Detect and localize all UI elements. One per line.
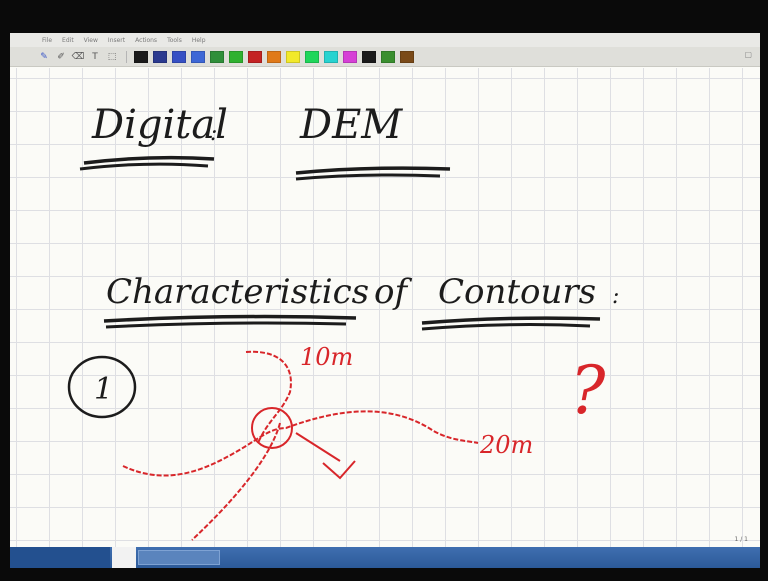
eraser-icon[interactable]: ⌫ [71,51,85,62]
start-button[interactable] [10,547,110,568]
heading-dem: DEM [299,102,403,148]
contour-label-10m: 10m [300,343,353,371]
menu-file[interactable]: File [42,36,53,44]
contour-line-10m-lower [191,422,281,541]
arrow-shaft [295,432,341,462]
menu-insert[interactable]: Insert [107,36,126,44]
contour-label-20m: 20m [479,431,533,459]
arrow-head [322,460,356,480]
item-number: 1 [94,372,113,407]
menu-edit[interactable]: Edit [62,36,74,44]
underline-characteristics-2 [105,321,347,329]
subheading-colon: : [612,284,619,309]
subheading-of: of [374,272,412,312]
text-icon[interactable]: T [92,51,98,62]
contour-line-20m [122,410,479,477]
color-swatch[interactable] [191,50,205,63]
taskbar-window-button[interactable] [138,550,220,565]
color-swatch[interactable] [305,50,319,63]
color-swatch[interactable] [172,50,186,63]
heading-digital: Digital [91,102,228,148]
question-mark: ? [570,352,606,429]
highlighter-icon[interactable]: ✐ [57,51,65,62]
underline-digital-1 [83,155,215,165]
color-swatch[interactable] [381,50,395,63]
color-swatch[interactable] [248,50,262,63]
color-swatch[interactable] [286,50,300,63]
close-icon[interactable]: ▢ [744,50,752,59]
underline-dem-2 [295,173,441,181]
color-swatch[interactable] [267,50,281,63]
color-swatch[interactable] [362,50,376,63]
menu-actions[interactable]: Actions [135,36,158,44]
color-swatch[interactable] [153,50,167,63]
contour-line-10m-upper [245,350,292,444]
menu-help[interactable]: Help [191,36,206,44]
color-swatch[interactable] [229,50,243,63]
color-swatch[interactable] [134,50,148,63]
select-icon[interactable]: ⬚ [107,51,117,62]
color-swatch[interactable] [324,50,338,63]
color-swatch[interactable] [210,50,224,63]
taskbar [10,547,760,568]
color-swatch[interactable] [400,50,414,63]
menu-bar: File Edit View Insert Actions Tools Help [10,33,760,47]
underline-dem-1 [295,166,451,175]
taskbar-app-icon[interactable] [112,547,136,568]
whiteboard-window: File Edit View Insert Actions Tools Help… [10,33,760,568]
item-number-circle [67,355,137,419]
color-swatch[interactable] [343,50,357,63]
pen-icon[interactable]: ✎ [40,51,48,62]
intersection-circle [251,407,293,449]
subheading-contours: Contours [438,272,596,312]
menu-view[interactable]: View [83,36,98,44]
subheading-characteristics: Characteristics [106,272,369,312]
heading-colon: : [210,121,217,146]
underline-contours-2 [421,323,591,331]
underline-digital-2 [79,162,209,171]
color-palette [134,50,419,63]
toolbar-separator [126,50,127,63]
page-indicator: 1 / 1 [734,536,748,543]
note-canvas[interactable]: Digital : DEM Characteristics of Contour… [10,68,760,547]
pen-toolbar: ✎ ✐ ⌫ T ⬚ ▢ [10,47,760,67]
menu-tools[interactable]: Tools [167,36,182,44]
ink-layer: Digital : DEM Characteristics of Contour… [67,102,619,541]
underline-contours-1 [421,316,601,325]
underline-characteristics-1 [103,314,357,323]
